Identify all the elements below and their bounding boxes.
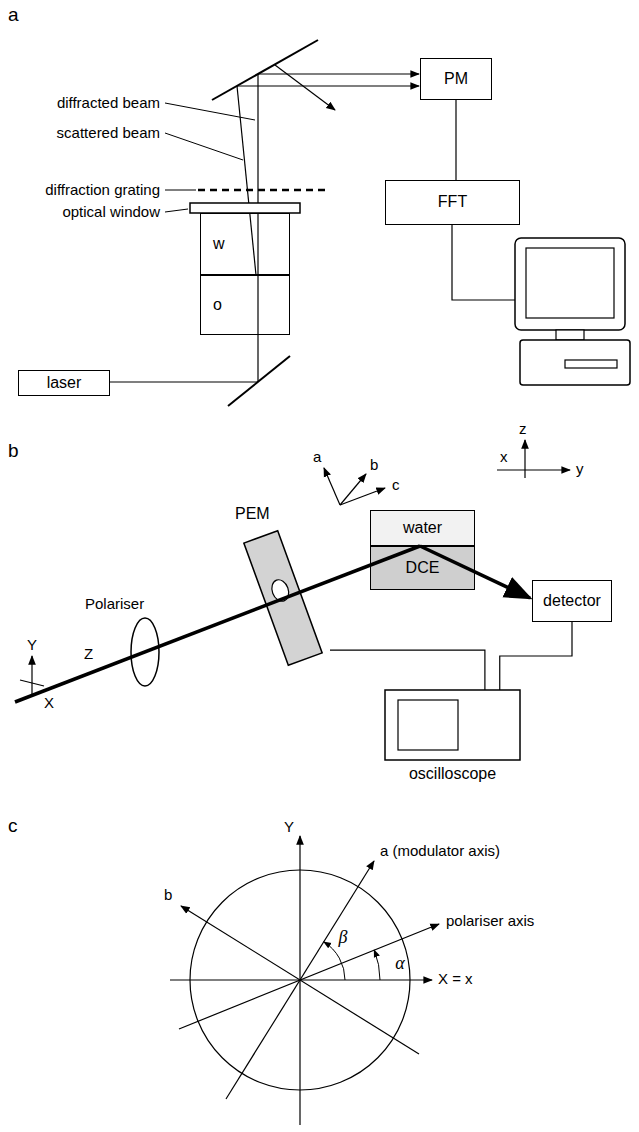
oscilloscope-screen xyxy=(398,700,458,750)
liquid-phase: o xyxy=(200,275,290,335)
connector xyxy=(455,100,456,180)
connector xyxy=(500,622,572,690)
label: β xyxy=(339,927,348,948)
diffracted-beam-line xyxy=(257,74,258,382)
label: Z xyxy=(84,645,93,662)
label: Polariser xyxy=(85,595,144,612)
node-text: detector xyxy=(543,592,601,610)
liquid-phase: w xyxy=(200,213,290,275)
liquid-phase: DCE xyxy=(370,546,475,590)
computer-screen xyxy=(526,248,614,318)
node-text: water xyxy=(403,519,442,537)
beam-arrow xyxy=(275,65,335,110)
label: a (modulator axis) xyxy=(380,842,500,859)
label: diffracted beam xyxy=(57,94,160,111)
mirror xyxy=(228,356,290,406)
label: optical window xyxy=(62,203,160,220)
label: X xyxy=(44,694,54,711)
node-text: PEM xyxy=(235,505,270,523)
node-text: FFT xyxy=(438,193,467,211)
mirror xyxy=(212,40,318,100)
device-box: detector xyxy=(532,580,612,622)
device-box: FFT xyxy=(385,180,520,225)
panel-letter: a xyxy=(8,4,19,26)
label: diffraction grating xyxy=(45,181,160,198)
dce-fill xyxy=(370,546,475,590)
diffraction-grating xyxy=(198,189,325,192)
label: α xyxy=(395,953,404,974)
label: c xyxy=(392,476,400,493)
cable xyxy=(452,225,515,300)
modulator: PEM xyxy=(235,505,330,670)
disk-slot xyxy=(565,360,617,368)
beam-arrow xyxy=(258,73,419,74)
angle-arc xyxy=(374,950,380,980)
label: b xyxy=(164,886,172,903)
node-text: w xyxy=(213,235,225,253)
oscilloscope-case xyxy=(385,690,520,760)
computer-monitor xyxy=(515,238,625,330)
oscilloscope: oscilloscope xyxy=(385,690,520,785)
laser-beam xyxy=(110,381,258,382)
water-fill xyxy=(370,510,475,546)
label: a xyxy=(313,448,321,465)
label: b xyxy=(370,456,378,473)
label: y xyxy=(576,460,584,477)
computer-base xyxy=(520,340,630,385)
leader-line xyxy=(165,133,243,160)
leader-line xyxy=(165,209,188,212)
node-text: PM xyxy=(444,70,468,88)
angle-arc xyxy=(324,942,345,980)
label: X = x xyxy=(438,970,473,987)
panel-letter: c xyxy=(8,815,18,837)
axis xyxy=(324,468,340,505)
label: z xyxy=(519,420,527,437)
label: Y xyxy=(284,818,294,835)
label: x xyxy=(500,448,508,465)
beam-arrow xyxy=(237,85,419,86)
device-box: laser xyxy=(18,370,110,396)
axis xyxy=(497,469,570,470)
node-text: oscilloscope xyxy=(409,765,496,783)
leader-line xyxy=(165,190,196,191)
axis xyxy=(179,924,439,1029)
device-box: PM xyxy=(420,58,492,100)
label: scattered beam xyxy=(57,124,160,141)
liquid-phase: water xyxy=(370,510,475,546)
light-beam xyxy=(15,546,420,702)
optical-window xyxy=(190,203,300,213)
label: Y xyxy=(27,636,37,653)
connector xyxy=(330,650,485,690)
axis xyxy=(340,474,366,505)
scattered-beam-line xyxy=(237,86,256,275)
leader-line xyxy=(165,103,255,120)
axis xyxy=(31,656,32,694)
node-text: laser xyxy=(47,374,82,392)
panel-letter: b xyxy=(8,440,19,462)
label: polariser axis xyxy=(446,912,534,929)
axis xyxy=(20,680,44,686)
node-text: DCE xyxy=(406,559,440,577)
computer-stand xyxy=(556,330,584,340)
node-text: o xyxy=(213,296,222,314)
axis xyxy=(524,440,525,478)
